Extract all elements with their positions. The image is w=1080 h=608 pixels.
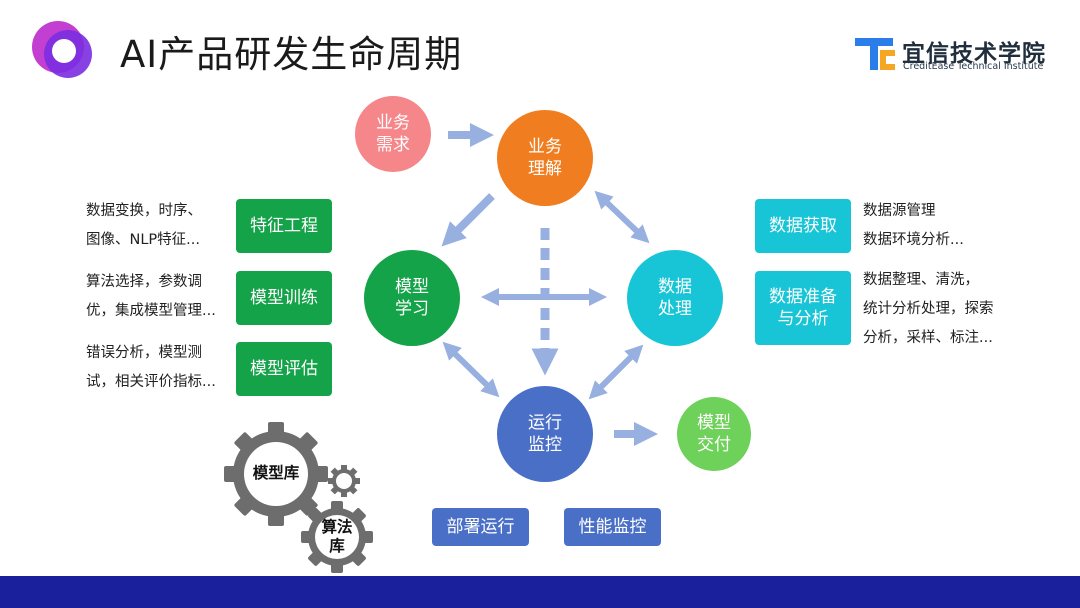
arrow-data-monitor-bidirectional [588, 344, 644, 400]
gear-label-model-library: 模型库 [252, 464, 300, 482]
node-business-need: 业务 需求 [355, 96, 431, 172]
box-data-acquisition: 数据获取 [755, 199, 851, 253]
brand-subtitle: CreditEase Technical Institute [903, 61, 1044, 72]
node-data-processing: 数据 处理 [627, 250, 723, 346]
note-data-preparation: 数据整理、清洗， 统计分析处理，探索 分析，采样、标注... [863, 272, 994, 346]
page-title: AI产品研发生命周期 [120, 33, 463, 76]
node-business-understanding: 业务 理解 [497, 110, 593, 206]
note-model-training: 算法选择，参数调 优，集成模型管理... [86, 274, 216, 319]
arrow-understand-data-bidirectional [594, 190, 650, 244]
model-library-gear-icon [224, 422, 328, 526]
box-deploy-run: 部署运行 [432, 508, 529, 546]
arrow-learning-monitor-bidirectional [442, 341, 500, 398]
box-feature-engineering: 特征工程 [236, 199, 332, 253]
box-data-preparation: 数据准备 与分析 [755, 271, 851, 345]
note-data-acquisition: 数据源管理 数据环境分析... [863, 203, 964, 248]
note-model-evaluation: 错误分析，模型测 试，相关评价指标... [86, 345, 216, 390]
small-gear-icon [328, 465, 360, 497]
node-run-monitor: 运行 监控 [497, 386, 593, 482]
box-model-evaluation: 模型评估 [236, 342, 332, 396]
box-performance-monitor: 性能监控 [564, 508, 661, 546]
box-model-training: 模型训练 [236, 271, 332, 325]
brand-name: 宜信技术学院 [902, 41, 1046, 67]
brand-logo-icon [855, 38, 895, 70]
node-model-delivery: 模型 交付 [677, 397, 751, 471]
algorithm-library-gear-icon [301, 501, 373, 573]
gear-label-algorithm-library: 算法 库 [321, 518, 353, 555]
footer-bar [0, 576, 1080, 608]
note-feature-engineering: 数据变换，时序、 图像、NLP特征... [86, 203, 202, 248]
node-model-learning: 模型 学习 [364, 250, 460, 346]
arrow-understand-to-learning [441, 193, 495, 247]
logo-rings-icon [32, 21, 92, 78]
